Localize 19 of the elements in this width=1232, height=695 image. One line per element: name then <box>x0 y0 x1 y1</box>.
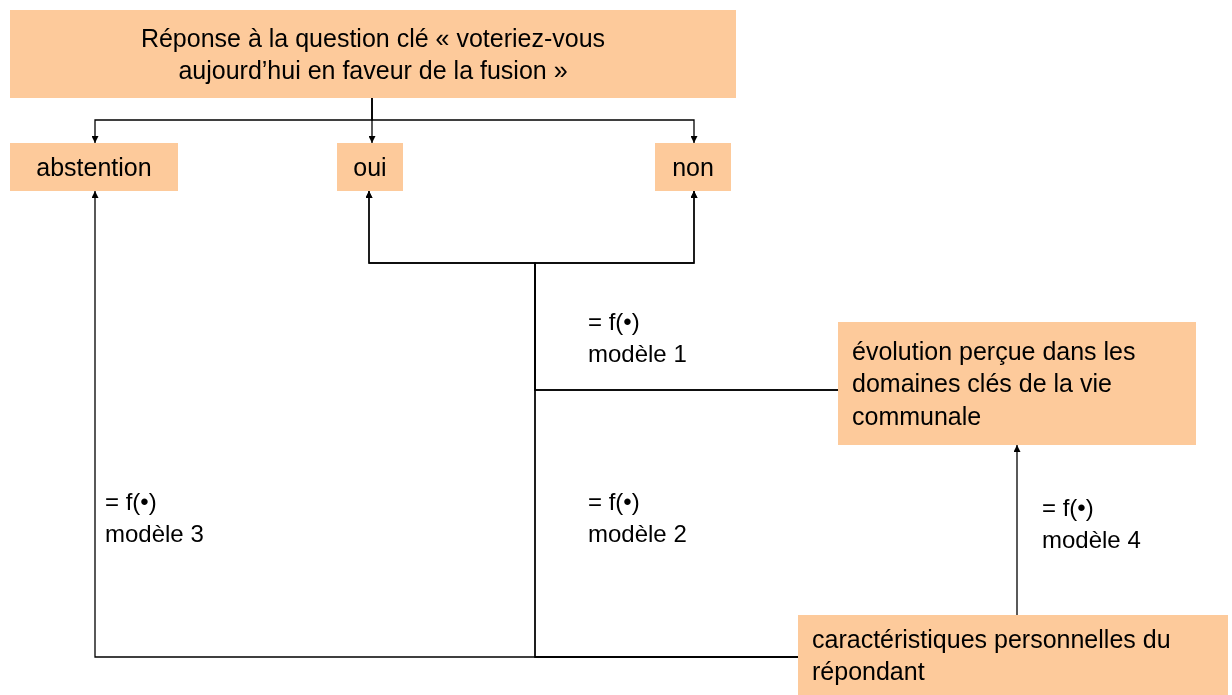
box-label: abstention <box>36 151 152 183</box>
arrow <box>91 190 799 658</box>
process-box <box>838 322 1196 445</box>
process-box <box>10 143 178 191</box>
arrow <box>1013 444 1021 616</box>
process-box <box>655 143 731 191</box>
process-box <box>798 615 1228 695</box>
process-box <box>337 143 403 191</box>
process-box <box>10 10 736 98</box>
box-label: non <box>672 151 714 183</box>
box-label: Réponse à la question clé « voteriez-vous aujourd’hui en faveur de la fusion » <box>139 22 607 86</box>
edge-label: = f(•) modèle 3 <box>105 487 205 550</box>
box-label: oui <box>353 151 387 183</box>
edge-label: = f(•) modèle 1 <box>588 307 688 370</box>
box-label: évolution perçue dans les domaines clés de la vie communale <box>852 335 1137 432</box>
edge-label: = f(•) modèle 2 <box>588 487 688 550</box>
box-label: caractéristiques personnelles du répondant <box>812 623 1172 687</box>
edge-label: = f(•) modèle 4 <box>1042 493 1142 556</box>
arrow <box>371 97 698 144</box>
